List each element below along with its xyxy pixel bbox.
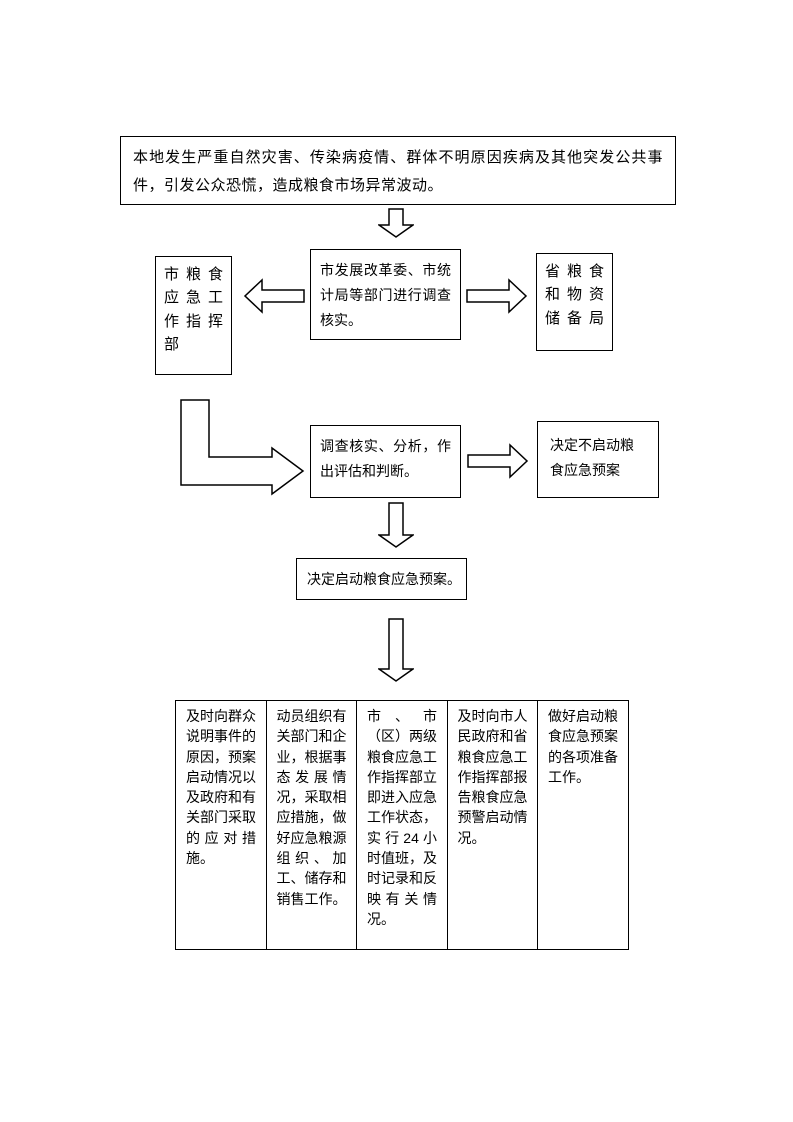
arrow-down-icon (376, 618, 416, 682)
activation-box: 决定启动粮食应急预案。 (296, 558, 467, 600)
action-row: 及时向群众说明事件的原因，预案启动情况以及政府和有关部门采取的应对措施。 动员组… (175, 700, 629, 950)
assessment-box: 调查核实、分析，作出评估和判断。 (310, 425, 461, 498)
activation-box-label: 决定启动粮食应急预案。 (307, 571, 461, 587)
action-cell-prepare: 做好启动粮食应急预案的各项准备工作。 (537, 700, 629, 950)
action-cell-duty-status: 市、市（区）两级粮食应急工作指挥部立即进入应急工作状态，实行24小时值班，及时记… (356, 700, 448, 950)
trigger-box: 本地发生严重自然灾害、传染病疫情、群体不明原因疾病及其他突发公共事件，引发公众恐… (120, 136, 676, 205)
command-center-box: 市粮食应急工作指挥部 (155, 256, 232, 375)
action-cell-explain-public: 及时向群众说明事件的原因，预案启动情况以及政府和有关部门采取的应对措施。 (175, 700, 267, 950)
action-cell-report: 及时向市人民政府和省粮食应急工作指挥部报告粮食应急预警启动情况。 (446, 700, 539, 950)
arrow-down-icon (376, 208, 416, 238)
arrow-down-icon (376, 502, 416, 548)
no-activation-box: 决定不启动粮食应急预案 (537, 421, 659, 498)
arrow-right-icon (467, 443, 529, 479)
arrow-left-icon (243, 278, 305, 314)
investigation-box: 市发展改革委、市统计局等部门进行调查核实。 (310, 249, 461, 340)
province-bureau-box: 省粮食和物资储备局 (536, 253, 613, 351)
arrow-right-icon (466, 278, 528, 314)
action-cell-mobilize: 动员组织有关部门和企业，根据事态发展情况，采取相应措施，做好应急粮源组织、加工、… (265, 700, 358, 950)
elbow-arrow-icon (178, 398, 308, 498)
